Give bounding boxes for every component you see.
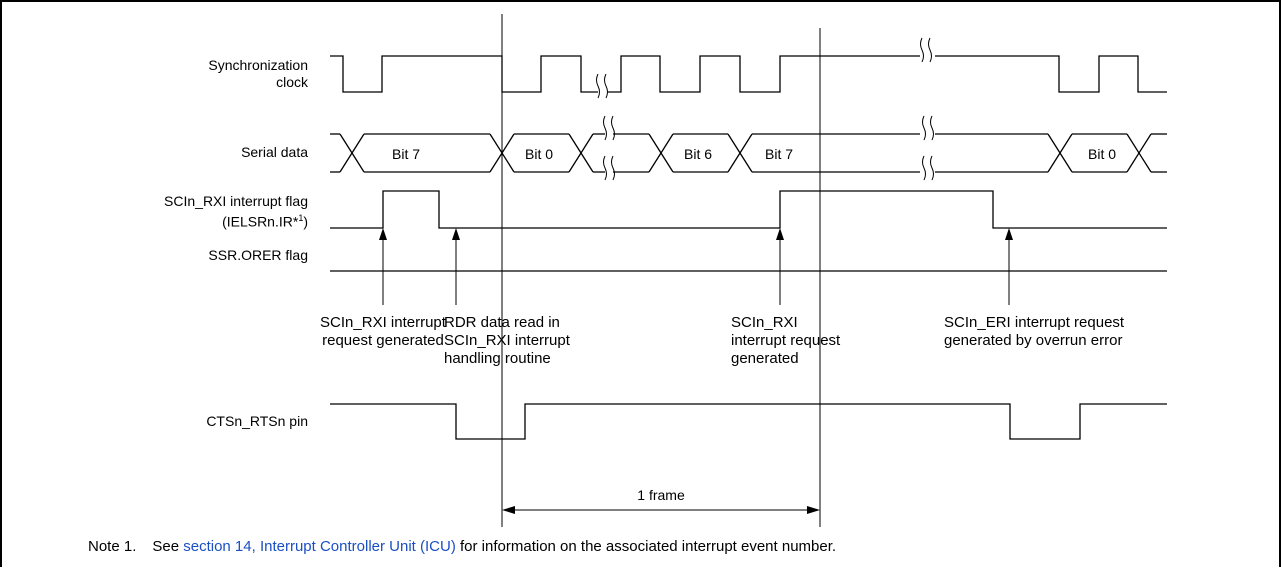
- eri-generated-line2: generated by overrun error: [944, 332, 1123, 349]
- rxi-generated-annotation: SCIn_RXI interrupt request generated: [273, 314, 493, 350]
- serial-data-bus: [330, 133, 1167, 173]
- rxi-flag-label-line2: (IELSRn.IR*1): [164, 210, 308, 231]
- serial-data-break-b: [922, 115, 934, 181]
- eri-generated-annotation: SCIn_ERI interrupt request generated by …: [944, 314, 1124, 350]
- sync-clock-label-line2: clock: [276, 74, 308, 90]
- sync-clock-waveform-b: [608, 55, 920, 93]
- bit-label: Bit 0: [1088, 146, 1116, 162]
- bit-label: Bit 6: [684, 146, 712, 162]
- annotation-arrows: [379, 228, 1013, 305]
- rxi-flag-label: SCIn_RXI interrupt flag (IELSRn.IR*1): [164, 193, 308, 231]
- bit-label: Bit 7: [765, 146, 793, 162]
- rdr-read-annotation: RDR data read in SCIn_RXI interrupt hand…: [444, 314, 570, 368]
- footnote-text-before: See: [152, 538, 184, 555]
- rxi-generated-2-line1: SCIn_RXI: [731, 314, 798, 331]
- bit-label: Bit 0: [525, 146, 553, 162]
- sync-clock-waveform-a: [330, 55, 598, 93]
- eri-generated-line1: SCIn_ERI interrupt request: [944, 314, 1125, 331]
- rxi-flag-waveform: [330, 190, 1167, 229]
- sync-clock-waveform-c: [935, 55, 1167, 93]
- rxi-generated-2-line3: generated: [731, 350, 799, 367]
- frame-dimension: [502, 506, 820, 514]
- rxi-generated-line1: SCIn_RXI interrupt: [320, 314, 446, 331]
- serial-data-break-a: [603, 115, 615, 181]
- sync-clock-break-b: [920, 37, 932, 63]
- rxi-flag-label-prefix: (IELSRn.IR*: [222, 213, 299, 230]
- rxi-flag-label-line1: SCIn_RXI interrupt flag: [164, 193, 308, 209]
- icu-section-link[interactable]: section 14, Interrupt Controller Unit (I…: [183, 538, 456, 555]
- sync-clock-break-a: [596, 73, 608, 99]
- rxi-flag-footnote-mark: 1: [298, 213, 304, 223]
- orer-flag-label: SSR.ORER flag: [208, 247, 308, 263]
- cts-rts-waveform: [330, 403, 1167, 440]
- footnote-text-after: for information on the associated interr…: [455, 538, 837, 555]
- rdr-read-line2: SCIn_RXI interrupt: [444, 332, 570, 349]
- footnote-prefix: Note 1.: [88, 538, 137, 555]
- rdr-read-line3: handling routine: [444, 350, 551, 367]
- bit-label: Bit 7: [392, 146, 420, 162]
- serial-data-label: Serial data: [241, 144, 308, 160]
- frame-label: 1 frame: [637, 487, 685, 503]
- rxi-generated-2-annotation: SCIn_RXI interrupt request generated: [731, 314, 840, 368]
- rdr-read-line1: RDR data read in: [444, 314, 560, 331]
- rxi-generated-2-line2: interrupt request: [731, 332, 841, 349]
- rxi-flag-label-suffix: ): [303, 213, 308, 230]
- sync-clock-label: Synchronization clock: [208, 57, 308, 91]
- rxi-generated-line2: request generated: [322, 332, 444, 349]
- footnote: Note 1. See section 14, Interrupt Control…: [88, 538, 836, 555]
- sync-clock-label-line1: Synchronization: [208, 57, 308, 73]
- cts-rts-label: CTSn_RTSn pin: [206, 413, 308, 429]
